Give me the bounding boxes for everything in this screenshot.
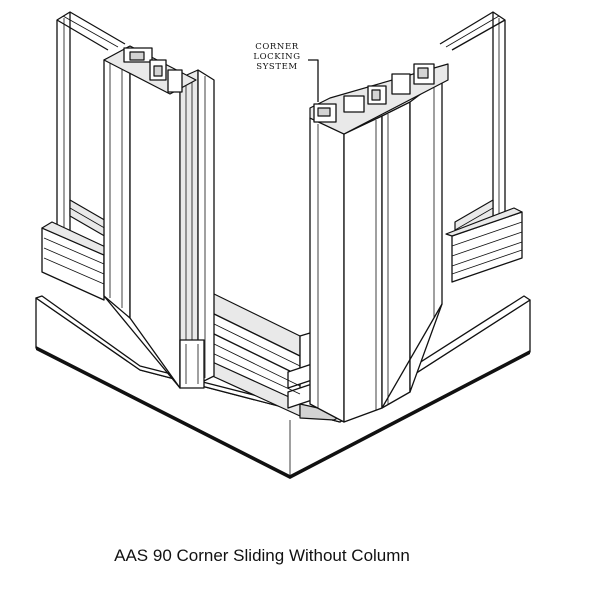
corner-locking-callout: CORNER LOCKING SYSTEM <box>236 42 318 72</box>
callout-line-3: SYSTEM <box>256 62 298 72</box>
right-sliding-profile <box>309 63 449 423</box>
left-wall-frame <box>56 11 126 246</box>
callout-leader <box>308 59 319 102</box>
right-wall-frame <box>439 11 506 239</box>
left-bottom-track <box>41 221 113 301</box>
left-sliding-profile <box>103 45 215 389</box>
figure-caption: AAS 90 Corner Sliding Without Column <box>0 546 604 566</box>
right-bottom-track <box>445 207 523 283</box>
base-slab <box>35 295 531 479</box>
caption-text: AAS 90 Corner Sliding Without Column <box>114 546 410 565</box>
callout-line-2: LOCKING <box>253 52 301 62</box>
callout-line-1: CORNER <box>255 42 299 52</box>
